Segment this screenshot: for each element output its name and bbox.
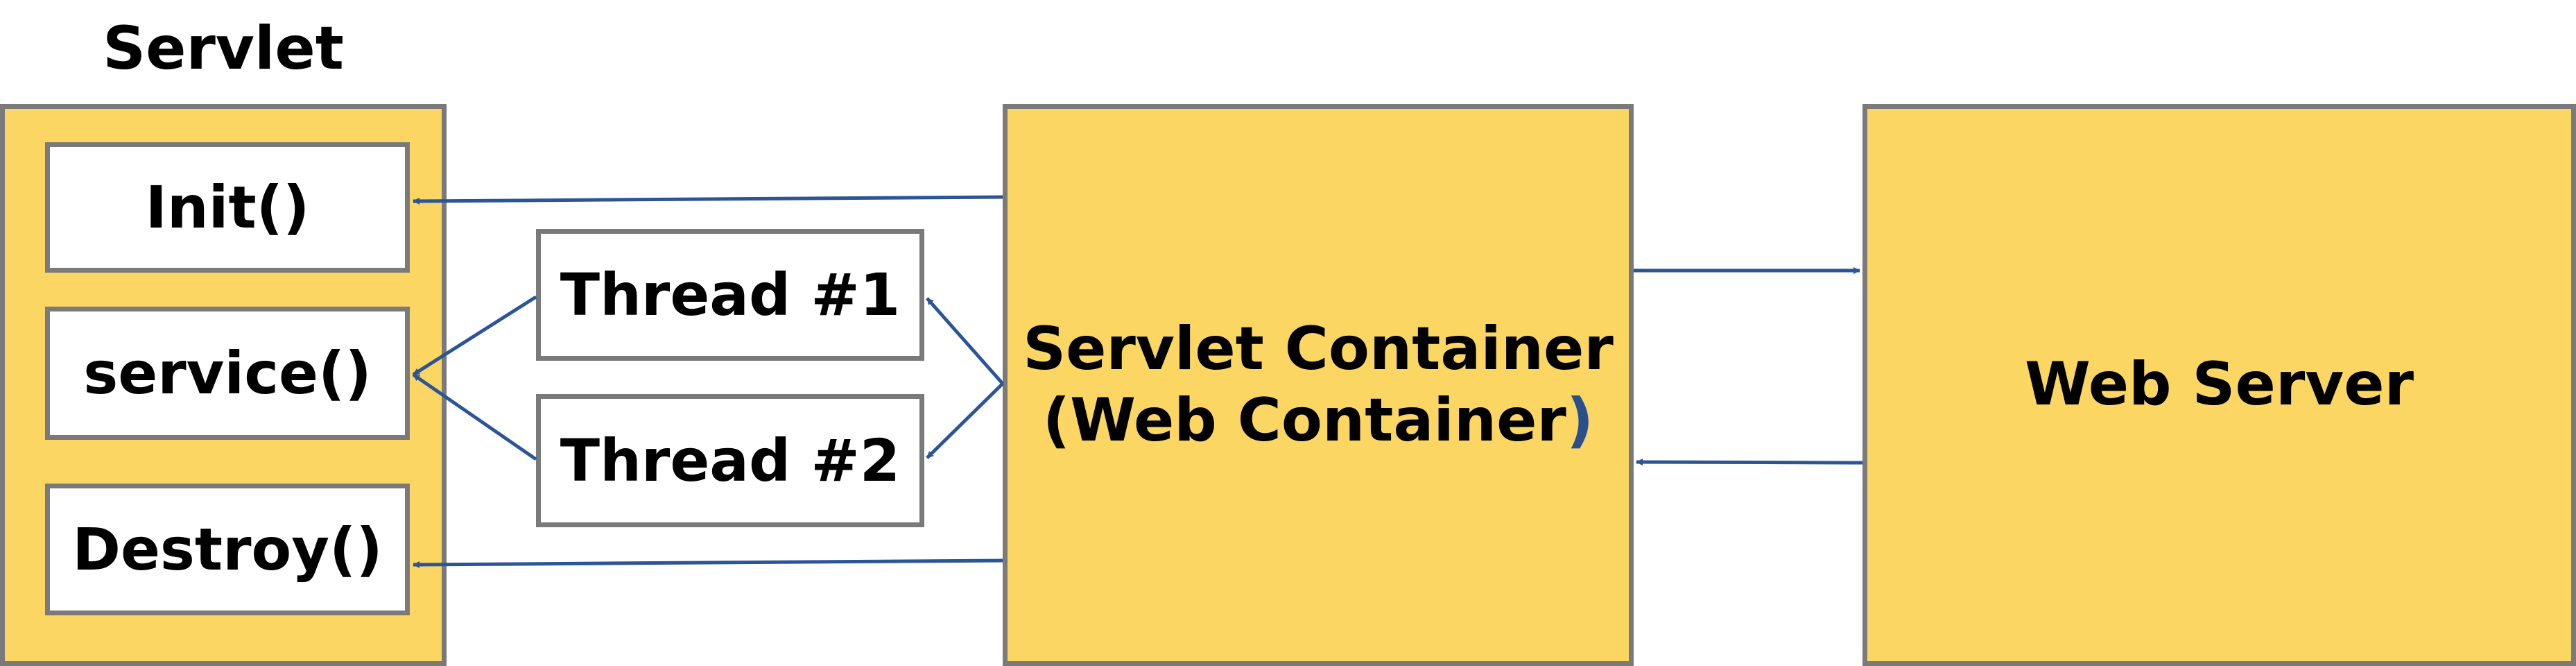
- web-container-label: (Web Container): [1043, 385, 1593, 456]
- paren-close: ): [1566, 386, 1594, 455]
- web-server-box: Web Server: [1862, 104, 2576, 666]
- servlet-title: Servlet: [103, 14, 344, 83]
- arrow-container-to-destroy: [413, 558, 1003, 568]
- service-method-box: service(): [45, 307, 410, 440]
- paren-open: (: [1042, 386, 1071, 455]
- arrow-thread-1-to-service: [412, 295, 537, 377]
- arrow-container-to-init: [413, 195, 1003, 205]
- arrow-webserver-to-container: [1636, 459, 1863, 466]
- init-method-box: Init(): [45, 142, 410, 273]
- thread-2-box: Thread #2: [536, 394, 924, 527]
- servlet-container-label: Servlet Container: [1023, 314, 1614, 384]
- arrow-container-to-thread-1: [926, 297, 1004, 385]
- thread-1-box: Thread #1: [536, 229, 924, 361]
- destroy-method-box: Destroy(): [45, 484, 410, 615]
- web-container-text: Web Container: [1070, 386, 1566, 455]
- servlet-container-box: Servlet Container (Web Container): [1003, 104, 1634, 666]
- arrow-container-to-thread-2: [926, 382, 1004, 459]
- arrow-thread-2-to-service: [412, 373, 537, 461]
